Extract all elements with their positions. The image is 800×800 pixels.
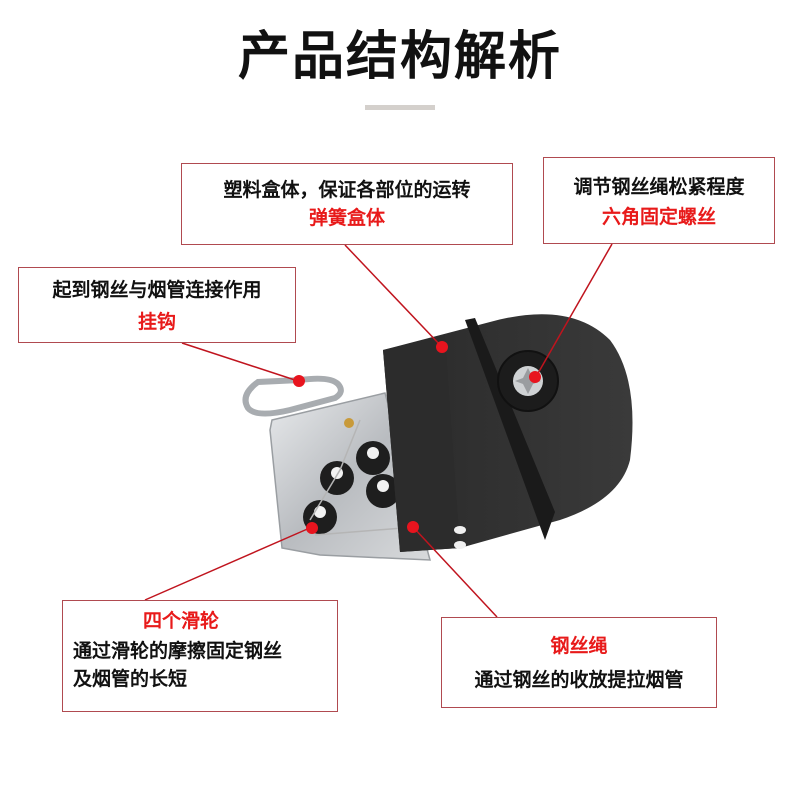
strap	[465, 318, 555, 540]
hook-icon	[242, 375, 344, 417]
callout-spring-box-label: 弹簧盒体	[308, 207, 385, 229]
pulleys	[303, 441, 400, 534]
callout-hook-description: 起到钢丝与烟管连接作用	[52, 279, 262, 301]
callout-wire-rope-label: 钢丝绳	[550, 635, 608, 657]
title-underline	[365, 105, 435, 110]
callout-hex-screw-label: 六角固定螺丝	[601, 206, 716, 228]
callout-wire-rope: 钢丝绳 通过钢丝的收放提拉烟管	[441, 617, 717, 708]
callout-pulleys: 四个滑轮 通过滑轮的摩擦固定钢丝 及烟管的长短	[62, 600, 338, 712]
callout-hook-label: 挂钩	[137, 311, 176, 333]
callout-hex-screw-description: 调节钢丝绳松紧程度	[573, 176, 745, 198]
hex-screw	[497, 350, 559, 412]
callout-hex-screw: 调节钢丝绳松紧程度 六角固定螺丝	[543, 157, 775, 244]
callout-pulleys-description-line1: 通过滑轮的摩擦固定钢丝	[73, 640, 283, 662]
callout-spring-box-description: 塑料盒体，保证各部位的运转	[223, 179, 471, 201]
brass-screw	[344, 418, 354, 428]
callout-hook: 起到钢丝与烟管连接作用 挂钩	[18, 267, 296, 343]
page-title: 产品结构解析	[237, 27, 562, 87]
callout-spring-box: 塑料盒体，保证各部位的运转 弹簧盒体	[181, 163, 513, 245]
callout-pulleys-description-line2: 及烟管的长短	[73, 668, 188, 690]
callout-pulleys-label: 四个滑轮	[143, 610, 220, 632]
callout-wire-rope-description: 通过钢丝的收放提拉烟管	[474, 669, 684, 691]
